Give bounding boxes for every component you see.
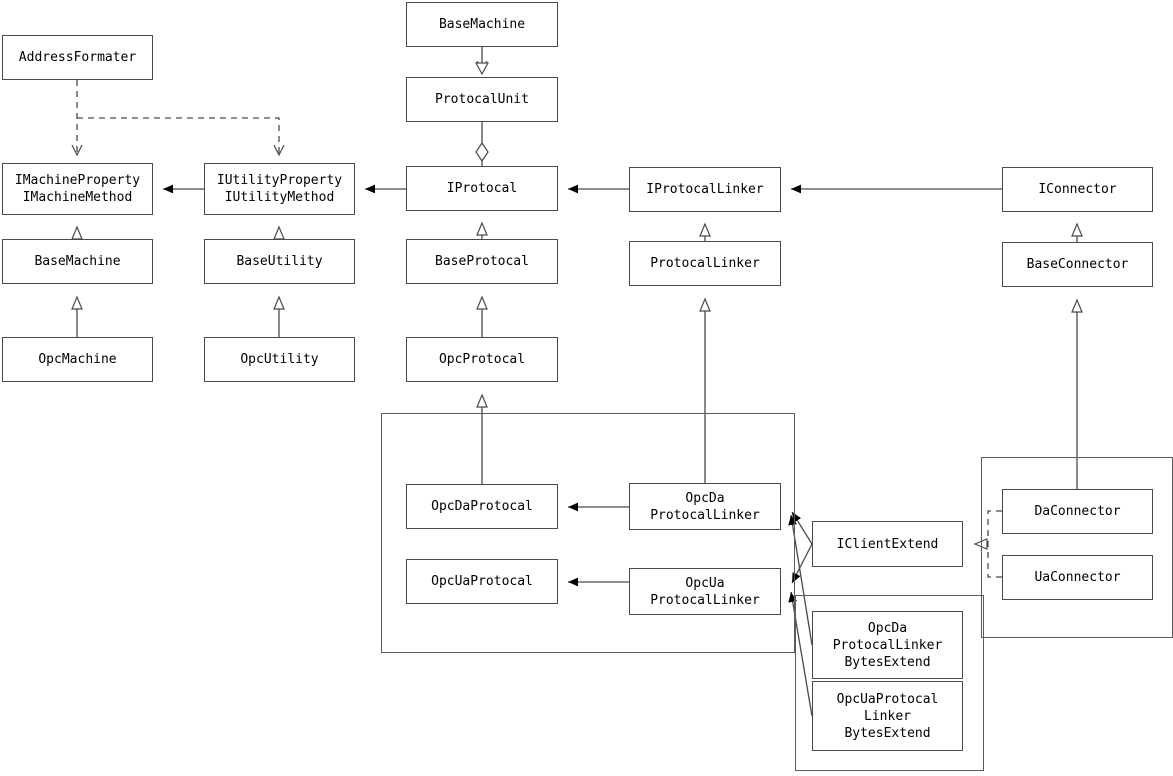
class-box-base-protocal[interactable]: BaseProtocal <box>406 239 558 284</box>
class-box-base-machine[interactable]: BaseMachine <box>2 239 153 284</box>
class-box-opc-ua-protocal-linker[interactable]: OpcUa ProtocalLinker <box>629 568 781 615</box>
class-box-imachine-property-method[interactable]: IMachineProperty IMachineMethod <box>2 163 153 215</box>
class-box-opc-da-bytes-extend[interactable]: OpcDa ProtocalLinker BytesExtend <box>812 611 963 679</box>
group-protocal-package <box>381 413 795 653</box>
class-box-da-connector[interactable]: DaConnector <box>1002 489 1153 534</box>
class-box-opc-da-protocal-linker[interactable]: OpcDa ProtocalLinker <box>629 483 781 530</box>
edge-addressformater-iutility <box>77 117 285 157</box>
class-box-opc-ua-protocal[interactable]: OpcUaProtocal <box>406 559 558 604</box>
class-box-protocal-linker[interactable]: ProtocalLinker <box>629 241 781 286</box>
class-box-ua-connector[interactable]: UaConnector <box>1002 555 1153 600</box>
class-box-base-machine-top[interactable]: BaseMachine <box>406 2 558 47</box>
class-box-iclient-extend[interactable]: IClientExtend <box>812 521 963 567</box>
class-box-base-utility[interactable]: BaseUtility <box>204 239 355 284</box>
class-box-iprotocal-linker[interactable]: IProtocalLinker <box>629 167 781 212</box>
class-box-opc-da-protocal[interactable]: OpcDaProtocal <box>406 484 558 529</box>
class-box-address-formater[interactable]: AddressFormater <box>2 35 153 80</box>
class-box-protocal-unit[interactable]: ProtocalUnit <box>406 77 558 122</box>
group-connector-package <box>981 457 1173 638</box>
edge-iclientextend-opcualinker <box>791 543 813 584</box>
class-box-opc-machine[interactable]: OpcMachine <box>2 337 153 382</box>
class-box-opc-ua-bytes-extend[interactable]: OpcUaProtocal Linker BytesExtend <box>812 681 963 751</box>
class-box-iutility-property-method[interactable]: IUtilityProperty IUtilityMethod <box>204 163 355 215</box>
class-box-opc-protocal[interactable]: OpcProtocal <box>406 337 558 382</box>
class-box-iconnector[interactable]: IConnector <box>1002 167 1153 212</box>
class-box-iprotocal[interactable]: IProtocal <box>406 166 558 211</box>
class-box-opc-utility[interactable]: OpcUtility <box>204 337 355 382</box>
edge-iclientextend-opcdalinker <box>791 511 813 545</box>
class-box-base-connector[interactable]: BaseConnector <box>1002 242 1153 287</box>
